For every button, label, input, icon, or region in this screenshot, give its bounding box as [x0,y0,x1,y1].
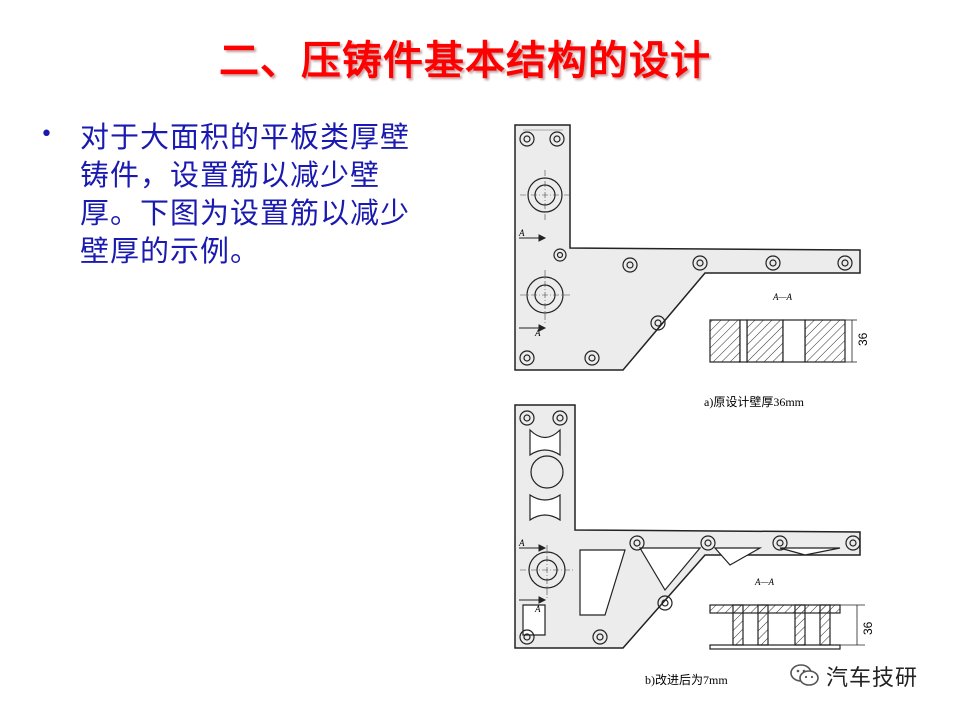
figure-a-caption: a)原设计壁厚36mm [704,395,804,409]
bullet-text: 对于大面积的平板类厚壁铸件，设置筋以减少壁厚。下图为设置筋以减少壁厚的示例。 [80,120,411,268]
section-marker-a: A [534,328,541,338]
section-label: A—A [754,577,775,587]
wechat-icon [790,664,819,686]
thickness-dimension: 36 [861,621,875,635]
section-label: A—A [772,292,793,302]
section-view [709,319,846,363]
figure-b-drawing: A A A—A 36 [514,404,875,650]
figure-a-drawing: A A A—A 36 [514,124,870,371]
section-marker-a: A [518,228,525,238]
plate-outline [514,124,861,371]
section-view [709,604,841,650]
slide-title: 二、压铸件基本结构的设计 [219,37,711,84]
section-marker-a: A [534,604,541,614]
rib-pockets [522,428,841,636]
section-marker-a: A [518,538,525,548]
thickness-dimension: 36 [856,332,870,346]
bullet-dot-icon: • [40,122,53,147]
watermark-text: 汽车技研 [826,666,919,691]
watermark: 汽车技研 [790,660,918,692]
figure-b-caption: b)改进后为7mm [645,673,728,687]
